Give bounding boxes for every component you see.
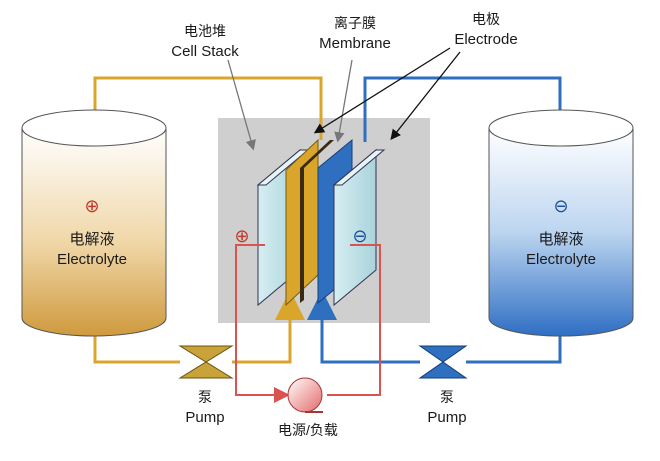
right-tank-label-cn: 电解液 (538, 231, 583, 248)
cell-stack-label-cn: 电池堆 (184, 23, 226, 39)
membrane (300, 140, 334, 303)
right-pump-label-cn: 泵 (440, 389, 454, 405)
membrane-label-en: Membrane (319, 35, 391, 52)
stack-negative-icon: ⊖ (352, 226, 367, 246)
cell-stack-plates (256, 138, 386, 307)
left-pump (178, 345, 234, 379)
left-tank-label-en: Electrolyte (57, 251, 127, 268)
external-circuit (235, 244, 381, 403)
cell-stack-label-en: Cell Stack (171, 43, 239, 60)
right-tank-negative-icon: ⊖ (553, 196, 568, 216)
left-tank-positive-icon: ⊕ (84, 196, 99, 216)
electrode-label-cn: 电极 (472, 11, 500, 27)
left-pump-label-cn: 泵 (198, 389, 212, 405)
right-electrolyte-tank (488, 109, 634, 337)
right-pump (418, 345, 468, 379)
right-pump-label-en: Pump (427, 409, 466, 426)
right-tank-label-en: Electrolyte (526, 251, 596, 268)
stack-positive-icon: ⊕ (234, 226, 249, 246)
power-source-load (287, 377, 323, 413)
left-electrolyte-tank (21, 109, 167, 337)
left-pump-label-en: Pump (185, 409, 224, 426)
electrode-label-en: Electrode (454, 31, 517, 48)
source-load-label: 电源/负载 (278, 422, 338, 438)
membrane-label-cn: 离子膜 (334, 15, 376, 31)
left-tank-label-cn: 电解液 (69, 231, 114, 248)
pointer-lines (227, 47, 461, 151)
